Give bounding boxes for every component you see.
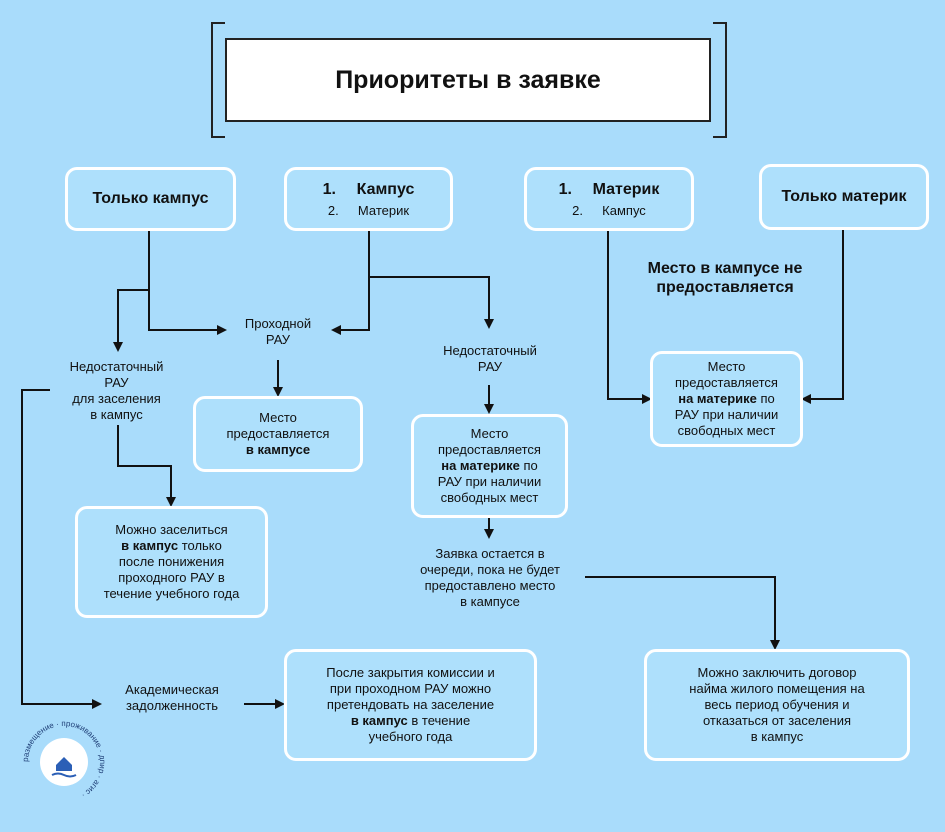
arrow-campus-first-to-passing (331, 230, 370, 335)
option-campus-only: Только кампус (65, 167, 236, 231)
insufficient-rau-left: Недостаточный РАУ для заселения в кампус (69, 359, 164, 422)
queue-text: Заявка остается в очереди, пока не будет… (420, 546, 560, 609)
place-campus-box: Место предоставляется в кампусе (193, 396, 363, 472)
place-mainland-right-box: Место предоставляется на материке по РАУ… (650, 351, 803, 447)
no-campus-heading: Место в кампусе не предоставляется (647, 260, 803, 296)
logo-wave-icon (51, 772, 77, 778)
arrow-queue-to-contract (585, 576, 780, 650)
option-campus-only-label: Только кампус (92, 190, 209, 207)
logo-house-icon (56, 757, 72, 771)
place-mainland-mid-box: Место предоставляется на материке по РАУ… (411, 414, 568, 518)
option-campus-first-line2: 2.Материк (327, 202, 410, 218)
insufficient-rau-mid: Недостаточный РАУ (443, 343, 537, 374)
arrow-mainland-only-to-place (801, 230, 844, 404)
arrow-insufficient-to-move-later (117, 425, 176, 507)
option-mainland-only-label: Только материк (781, 188, 907, 205)
contract-box: Можно заключить договор найма жилого пом… (644, 649, 910, 761)
move-later-box: Можно заселиться в кампус только после п… (75, 506, 268, 618)
option-campus-first: 1.Кампус 2.Материк (284, 167, 453, 231)
title-bracket-right (713, 22, 727, 138)
option-mainland-first-line2: 2.Кампус (572, 202, 646, 218)
after-commission-box: После закрытия комиссии и при проходном … (284, 649, 537, 761)
arrow-loop-to-academic-debt (21, 389, 102, 709)
arrow-campus-only-to-passing (148, 230, 227, 335)
passing-rau-label: Проходной РАУ (244, 316, 312, 347)
page-title: Приоритеты в заявке (225, 38, 711, 122)
arrow-campus-first-to-insufficient (369, 276, 494, 329)
arrow-mainland-first-to-place (607, 230, 652, 404)
academic-debt-label: Академическая задолженность (125, 682, 219, 713)
option-mainland-first: 1.Материк 2.Кампус (524, 167, 694, 231)
title-bracket-left (211, 22, 225, 138)
logo: размещение · проживание · дпир · агис · (21, 719, 107, 800)
option-mainland-only: Только материк (759, 164, 929, 230)
option-mainland-first-line1: 1.Материк (558, 180, 660, 198)
arrow-campus-only-to-insufficient (113, 289, 149, 352)
option-campus-first-line1: 1.Кампус (322, 180, 415, 198)
